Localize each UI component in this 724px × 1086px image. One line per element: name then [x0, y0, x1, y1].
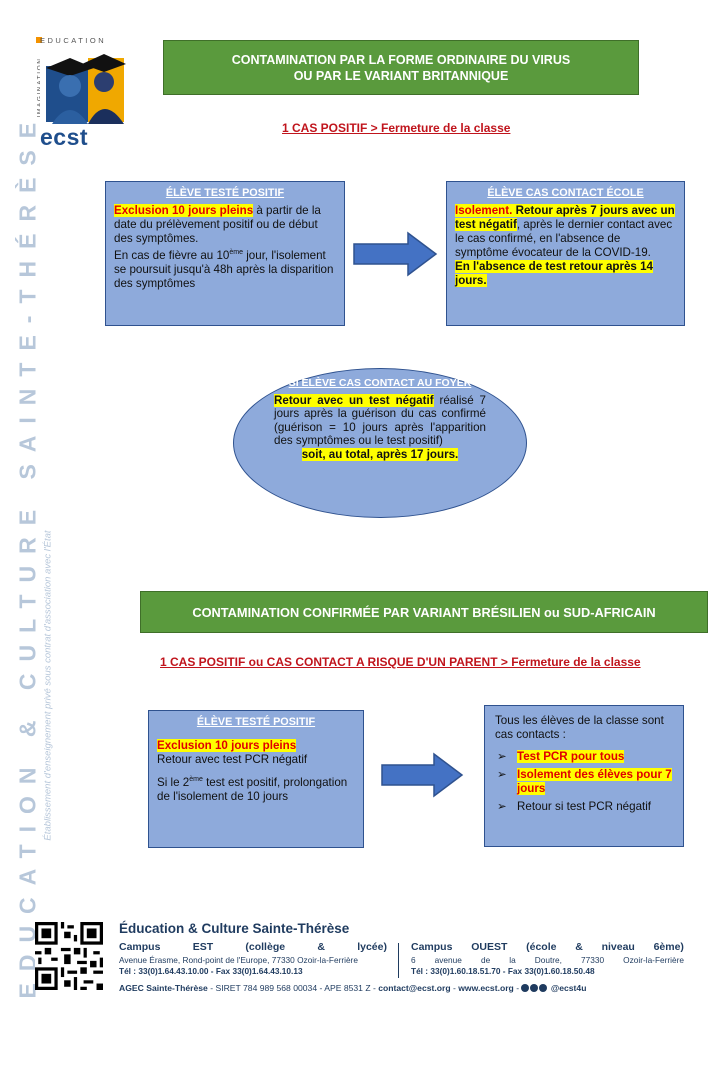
word: lycée) [357, 941, 387, 953]
list-item-text: Test PCR pour tous [517, 750, 625, 763]
word: 77330 [581, 955, 605, 965]
footer-social-handle: @ecst4u [550, 983, 587, 993]
footer-agec: AGEC Sainte-Thérèse [119, 983, 208, 993]
word: niveau [601, 941, 635, 953]
logo-top-text: EDUCATION [40, 36, 107, 45]
graduates-logo-icon [40, 48, 128, 124]
word: la [509, 955, 516, 965]
body-text: réalisé 7 jours après la guérison du cas… [274, 393, 486, 448]
section1-banner: CONTAMINATION PAR LA FORME ORDINAIRE DU … [163, 40, 639, 95]
word: & [575, 941, 583, 953]
superscript: ème [229, 249, 243, 256]
highlight-text: Retour avec un test négatif [274, 393, 434, 407]
section1-household-ellipse: SI ÉLÈVE CAS CONTACT AU FOYER Retour ave… [233, 368, 527, 518]
word: Campus [411, 941, 453, 953]
box-body: Exclusion 10 jours pleins Retour avec te… [157, 739, 355, 804]
body-text: Retour avec test PCR négatif [157, 753, 308, 766]
word: Doutre, [534, 955, 562, 965]
box-heading: ÉLÈVE TESTÉ POSITIF [165, 187, 285, 199]
footer-bottom-line: AGEC Sainte-Thérèse - SIRET 784 989 568 … [119, 983, 685, 993]
right-arrow-icon [381, 752, 464, 798]
word: 6 [411, 955, 416, 965]
list-item: ➢ Retour si test PCR négatif [495, 800, 673, 814]
list-item: ➢ Test PCR pour tous [495, 750, 673, 764]
arrow-bullet-icon: ➢ [497, 750, 507, 763]
word: Campus [119, 941, 161, 953]
qr-code-icon [35, 922, 103, 990]
side-vertical-title: EDUCATION & CULTURE SAINTE-THÉRÈSE [14, 110, 41, 999]
body-text: jour, l'isolement se poursuit jusqu'à 48… [114, 248, 334, 290]
section2-rule: 1 CAS POSITIF ou CAS CONTACT A RISQUE D'… [160, 655, 641, 669]
word: (collège [245, 941, 286, 953]
highlight-text: Exclusion 10 jours pleins [157, 739, 297, 752]
twitter-icon[interactable] [539, 984, 548, 992]
body-text: En cas de fièvre au 10 [114, 248, 230, 262]
facebook-icon[interactable] [521, 984, 530, 992]
section1-positive-box: ÉLÈVE TESTÉ POSITIF Exclusion 10 jours p… [105, 181, 345, 326]
word: de [480, 955, 491, 965]
box-heading: ÉLÈVE CAS CONTACT ÉCOLE [487, 187, 644, 199]
footer-separator: - [450, 983, 459, 993]
list-item-text: Retour si test PCR négatif [517, 800, 652, 813]
footer-ouest-campus: Campus OUEST (école & niveau 6ème) [411, 941, 684, 953]
footer-web-link[interactable]: www.ecst.org [458, 983, 514, 993]
highlight-text: En l'absence de test retour après 14 jou… [455, 260, 653, 287]
footer-title: Éducation & Culture Sainte-Thérèse [119, 921, 350, 936]
footer-est-address: Avenue Érasme, Rond-point de l'Europe, 7… [119, 955, 358, 965]
logo-brand: ecst [40, 124, 89, 150]
footer-ouest-address: 6 avenue de la Doutre, 77330 Ozoir-la-Ferrière [411, 955, 684, 965]
footer-email-link[interactable]: contact@ecst.org [378, 983, 451, 993]
superscript: ème [189, 776, 203, 783]
logo-orange-square [36, 37, 42, 43]
ellipse-heading: SI ÉLÈVE CAS CONTACT AU FOYER [288, 377, 472, 389]
section2-positive-box: ÉLÈVE TESTÉ POSITIF Exclusion 10 jours p… [148, 710, 364, 848]
body-text: , après le dernier contact avec le cas c… [455, 218, 673, 259]
footer-ouest-phone: Tél : 33(0)1.60.18.51.70 - Fax 33(0)1.60… [411, 966, 595, 976]
arrow-bullet-icon: ➢ [497, 800, 507, 813]
list-item-text: Isolement des élèves pour 7 jours [517, 768, 672, 795]
word: OUEST [471, 941, 508, 953]
ecst-logo: EDUCATION IMAGINATION ecst [30, 36, 130, 150]
highlight-text: soit, au total, après 17 jours. [301, 447, 459, 461]
right-arrow-icon [353, 231, 438, 277]
body-text: test est positif, prolongation de l'isol… [157, 775, 348, 803]
instagram-icon[interactable] [530, 984, 539, 992]
word: EST [192, 941, 214, 953]
box-heading: ÉLÈVE TESTÉ POSITIF [196, 716, 316, 728]
word: & [317, 941, 325, 953]
body-text: Si le 2 [157, 775, 190, 789]
section2-banner: CONTAMINATION CONFIRMÉE PAR VARIANT BRÉS… [140, 591, 708, 633]
highlight-text: Exclusion 10 jours pleins [114, 204, 254, 217]
section1-banner-line1: CONTAMINATION PAR LA FORME ORDINAIRE DU … [231, 52, 571, 67]
section1-banner-line2: OU PAR LE VARIANT BRITANNIQUE [293, 68, 509, 83]
body-text: à partir de la date du prélèvement posit… [114, 204, 321, 245]
footer-divider [398, 943, 399, 978]
highlight-text-red: Isolement. [455, 204, 513, 217]
footer-separator: - [513, 983, 522, 993]
word: Ozoir-la-Ferrière [623, 955, 684, 965]
section1-rule: 1 CAS POSITIF > Fermeture de la classe [282, 121, 511, 135]
arrow-bullet-icon: ➢ [497, 768, 507, 781]
ellipse-body: Retour avec un test négatif réalisé 7 jo… [274, 393, 486, 462]
word: 6ème) [653, 941, 684, 953]
list-item: ➢ Isolement des élèves pour 7 jours [495, 768, 673, 796]
box-intro: Tous les élèves de la classe sont cas co… [495, 714, 664, 741]
section1-contact-box: ÉLÈVE CAS CONTACT ÉCOLE Isolement. Retou… [446, 181, 685, 326]
word: (école [526, 941, 557, 953]
section2-class-box: Tous les élèves de la classe sont cas co… [484, 705, 684, 847]
box-body: Isolement. Retour après 7 jours avec un … [455, 204, 676, 288]
measures-list: ➢ Test PCR pour tous ➢ Isolement des élève… [495, 750, 673, 814]
word: avenue [434, 955, 462, 965]
footer-siret: - SIRET 784 989 568 00034 - APE 8531 Z - [207, 983, 379, 993]
footer-est-phone: Tél : 33(0)1.64.43.10.00 - Fax 33(0)1.64… [119, 966, 303, 976]
footer-est-campus: Campus EST (collège & lycée) [119, 941, 387, 953]
box-body: Exclusion 10 jours pleins à partir de la… [114, 204, 336, 291]
